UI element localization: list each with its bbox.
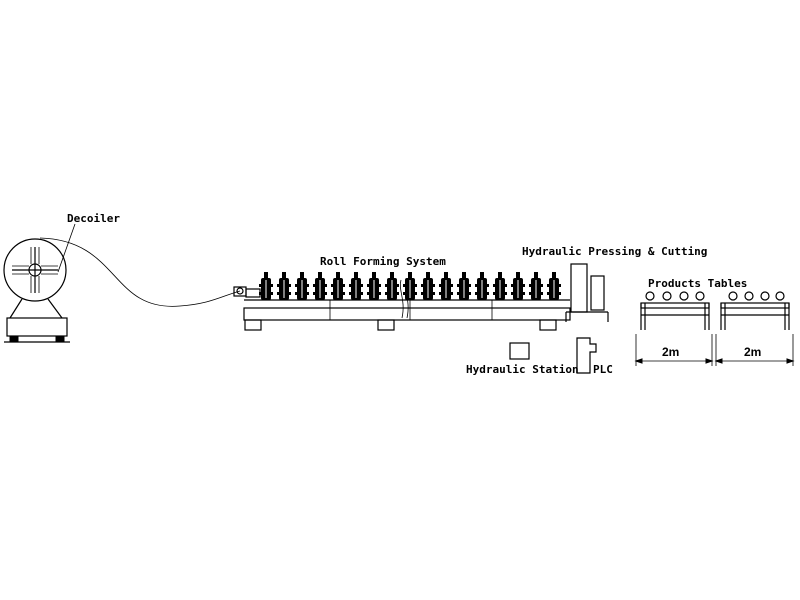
roller-station <box>313 272 327 300</box>
roller-station <box>403 272 417 300</box>
steel-strip <box>39 237 241 307</box>
products-tables-label: Products Tables <box>648 277 747 290</box>
roller-station <box>421 272 435 300</box>
product-table-2 <box>720 291 790 330</box>
hydraulic-station-box <box>509 342 530 360</box>
roller-station <box>493 272 507 300</box>
hydraulic-cutter <box>565 263 609 322</box>
roller-station <box>295 272 309 300</box>
decoiler-label: Decoiler <box>67 212 120 225</box>
hydraulic-station-label: Hydraulic Station <box>466 363 579 376</box>
roller-station <box>457 272 471 300</box>
product-table-1 <box>640 291 710 330</box>
roller-stations <box>259 272 561 300</box>
decoiler-leader-line <box>57 223 76 273</box>
roller-station <box>349 272 363 300</box>
roller-station <box>529 272 543 300</box>
roller-station <box>259 272 273 300</box>
plc-label: PLC <box>593 363 613 376</box>
dimension-table-1 <box>634 334 714 366</box>
hydraulic-cutting-label: Hydraulic Pressing & Cutting <box>522 245 707 258</box>
roller-station <box>439 272 453 300</box>
decoiler-machine <box>3 238 70 343</box>
roller-station <box>277 272 291 300</box>
roller-station <box>385 272 399 300</box>
table-2-length: 2m <box>744 345 761 359</box>
plc-cabinet <box>576 337 597 374</box>
roll-forming-label: Roll Forming System <box>320 255 446 268</box>
roller-station <box>511 272 525 300</box>
dimension-table-2 <box>714 334 795 366</box>
table-1-length: 2m <box>662 345 679 359</box>
roller-station <box>475 272 489 300</box>
roller-station <box>367 272 381 300</box>
roller-station <box>547 272 561 300</box>
roller-station <box>331 272 345 300</box>
